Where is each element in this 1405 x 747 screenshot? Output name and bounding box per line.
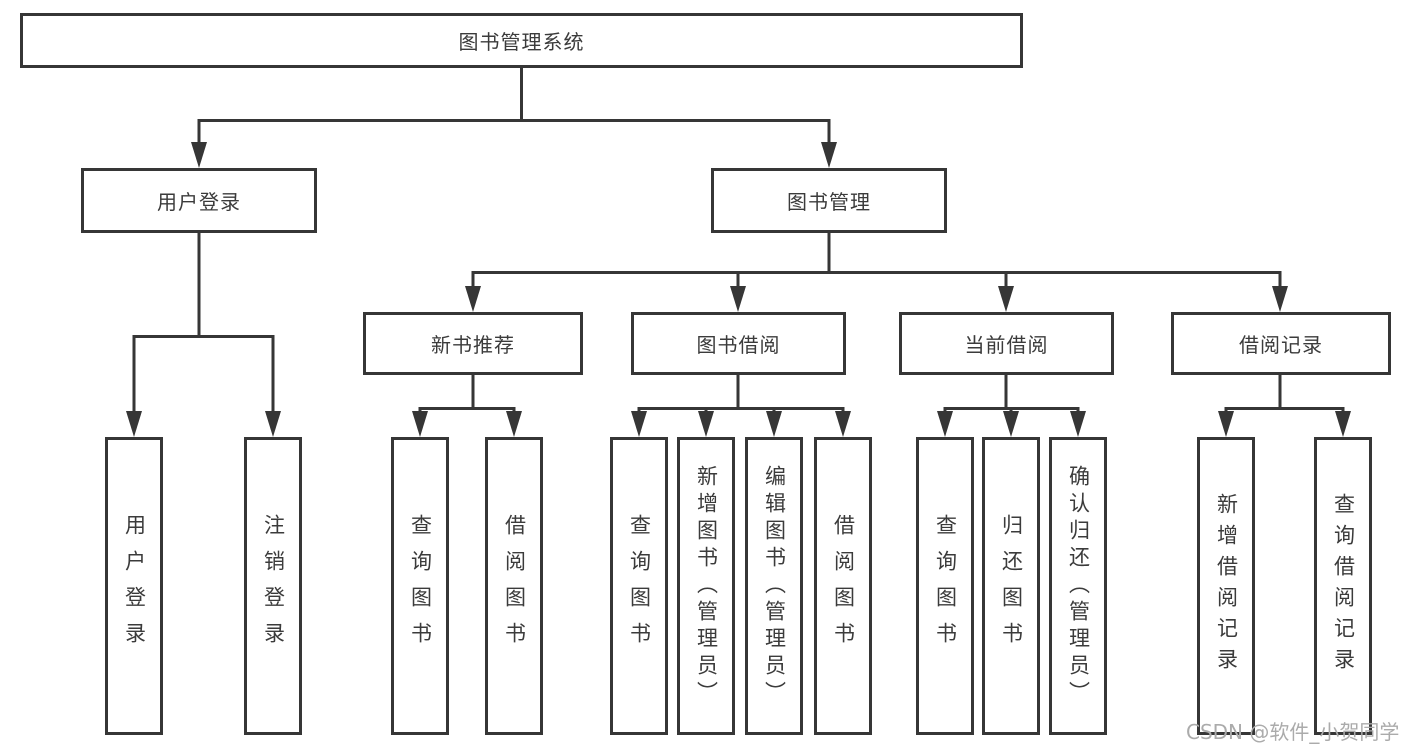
leaf-node-confirm-return-admin: 确认归还（管理员）: [1049, 437, 1107, 735]
group-node-label: 新书推荐: [431, 333, 515, 357]
leaf-node-logout: 注销登录: [244, 437, 302, 735]
leaf-node-label: 借阅图书: [502, 514, 527, 658]
leaf-node-query-books-borrow: 查询图书: [610, 437, 668, 735]
leaf-node-label: 编辑图书（管理员）: [762, 464, 787, 708]
group-node-label: 当前借阅: [964, 333, 1049, 357]
leaf-node-label: 新增借阅记录: [1214, 493, 1239, 679]
group-node-label: 图书借阅: [696, 333, 781, 357]
leaf-node-label: 新增图书（管理员）: [694, 464, 719, 708]
leaf-node-borrow-books: 借阅图书: [814, 437, 872, 735]
group-node-current-borrow: 当前借阅: [899, 312, 1114, 375]
group-node-label: 借阅记录: [1239, 333, 1323, 357]
group-node-new-book-recommend: 新书推荐: [363, 312, 583, 375]
leaf-node-label: 查询图书: [408, 514, 433, 658]
leaf-node-label: 借阅图书: [831, 514, 856, 658]
leaf-node-add-borrow-record: 新增借阅记录: [1197, 437, 1255, 735]
leaf-node-label: 查询图书: [933, 514, 958, 658]
leaf-node-label: 归还图书: [999, 514, 1024, 658]
leaf-node-edit-books-admin: 编辑图书（管理员）: [745, 437, 803, 735]
leaf-node-add-books-admin: 新增图书（管理员）: [677, 437, 735, 735]
leaf-node-query-borrow-record: 查询借阅记录: [1314, 437, 1372, 735]
group-node-book-borrow: 图书借阅: [631, 312, 846, 375]
root-node: 图书管理系统: [20, 13, 1023, 68]
branch-node-user-login: 用户登录: [81, 168, 317, 233]
group-node-borrow-records: 借阅记录: [1171, 312, 1391, 375]
arrowheads: [126, 142, 1351, 437]
leaf-node-label: 用户登录: [122, 514, 147, 658]
leaf-node-query-books-current: 查询图书: [916, 437, 974, 735]
csdn-watermark: CSDN @软件_小贺同学: [1186, 720, 1400, 744]
leaf-node-borrow-books-recommend: 借阅图书: [485, 437, 543, 735]
leaf-node-label: 查询借阅记录: [1331, 493, 1356, 679]
leaf-node-label: 查询图书: [627, 514, 652, 658]
leaf-node-return-books: 归还图书: [982, 437, 1040, 735]
root-node-label: 图书管理系统: [458, 30, 585, 54]
branch-node-label: 用户登录: [157, 190, 241, 214]
leaf-node-label: 注销登录: [261, 514, 286, 658]
leaf-node-query-books-recommend: 查询图书: [391, 437, 449, 735]
leaf-node-user-login: 用户登录: [105, 437, 163, 735]
branch-node-book-management: 图书管理: [711, 168, 947, 233]
leaf-node-label: 确认归还（管理员）: [1066, 464, 1091, 708]
branch-node-label: 图书管理: [787, 190, 871, 214]
